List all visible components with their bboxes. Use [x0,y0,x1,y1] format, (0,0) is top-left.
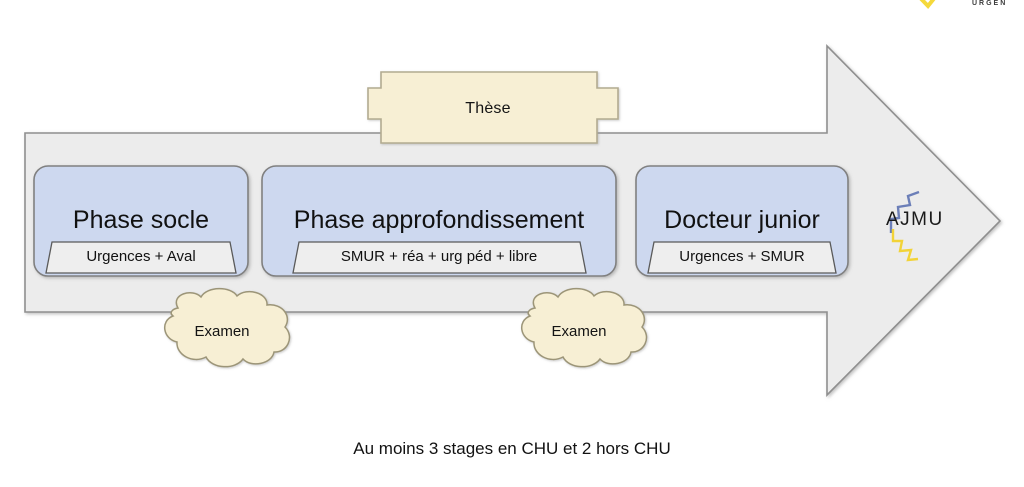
these-label-text: Thèse [465,100,511,117]
ajmu-bolt-icon [889,190,920,262]
these-shape [367,71,619,144]
examen-cloud-2[interactable] [521,287,648,368]
phase-box-phase-approfondissement[interactable] [261,165,617,277]
phase-approfondissement-title: Phase approfondissement [293,206,585,234]
examen-cloud-1[interactable] [164,287,291,368]
corner-logo-label: URGEN [972,0,1008,7]
phase-socle-title: Phase socle [72,206,210,234]
phase-box-docteur-junior[interactable] [635,165,849,277]
phase-box-phase-socle[interactable] [33,165,249,277]
corner-logo-icon [919,0,936,10]
ajmu-wordmark: AJMU [886,209,944,230]
diagram-caption: Au moins 3 stages en CHU et 2 hors CHU [353,439,671,458]
docteur-junior-title: Docteur junior [664,206,820,234]
examen-label-1: Examen [194,323,250,340]
phase-socle-subtitle: Urgences + Aval [86,248,196,265]
phase-approfondissement-subtitle: SMUR + réa + urg péd + libre [340,248,538,265]
these-label: Thèse [0,101,1024,117]
docteur-junior-subtitle: Urgences + SMUR [679,248,805,265]
examen-label-2: Examen [551,323,607,340]
